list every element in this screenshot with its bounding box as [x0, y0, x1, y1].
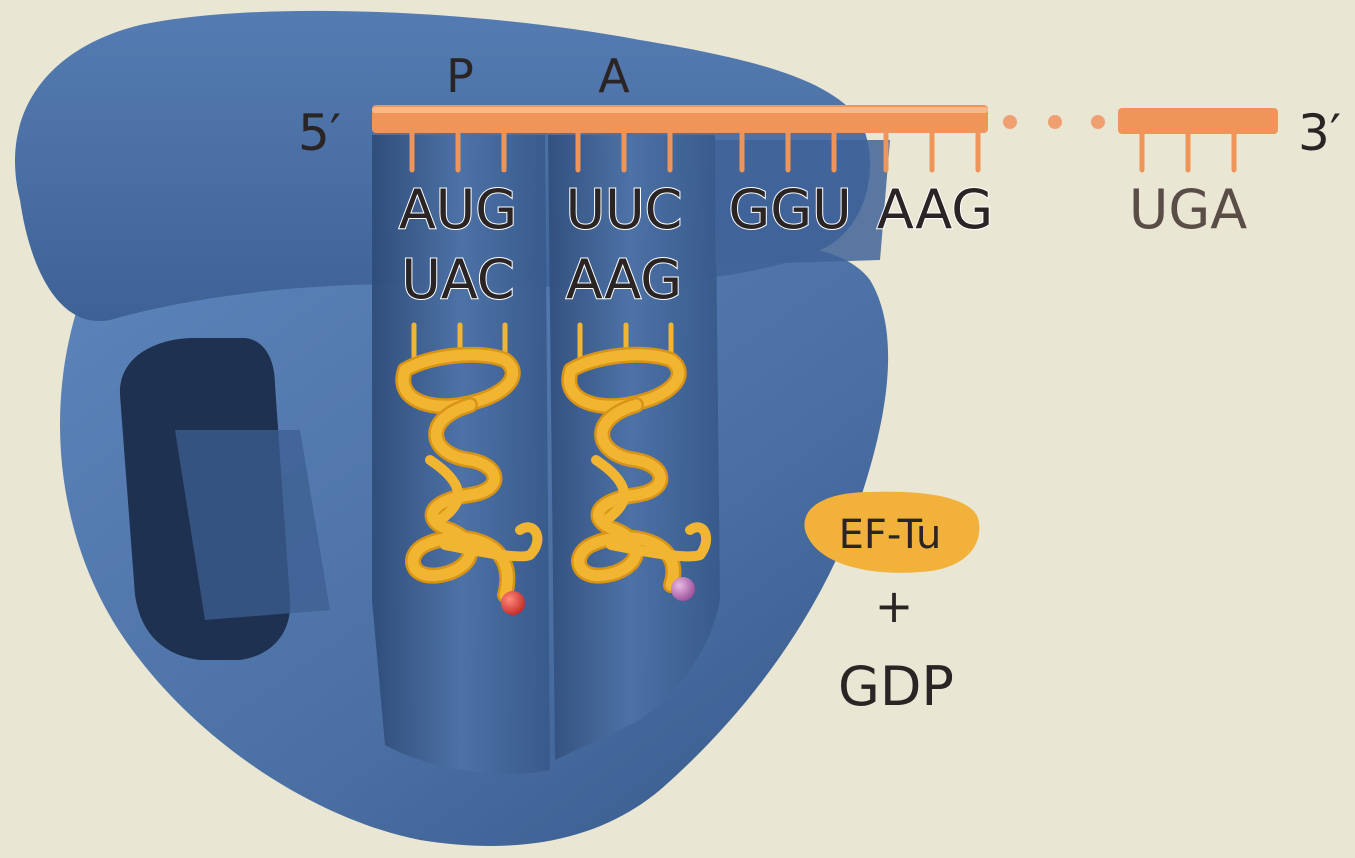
mrna-gap-dot: [1091, 115, 1105, 129]
mrna-3-prime-label: 3′: [1298, 104, 1341, 162]
gdp-label: GDP: [838, 655, 954, 718]
anticodon-uac: UAC: [401, 248, 514, 311]
mrna-strand-highlight: [372, 107, 988, 113]
anticodon-aag: AAG: [566, 248, 682, 311]
plus-sign: +: [875, 579, 914, 633]
ef-tu-label: EF-Tu: [839, 512, 942, 558]
codon-ggu: GGU: [728, 178, 851, 241]
mrna-strand-end: [1118, 108, 1278, 134]
mrna-gap-dot: [1003, 115, 1017, 129]
mrna-gap-dot: [1048, 115, 1062, 129]
codon-uuc: UUC: [566, 178, 683, 241]
codon-aag: AAG: [877, 178, 993, 241]
site-label-a: A: [598, 49, 630, 103]
codon-uga: UGA: [1129, 178, 1247, 241]
codon-aug: AUG: [399, 178, 517, 241]
mrna-5-prime-label: 5′: [298, 104, 341, 162]
site-label-p: P: [446, 49, 474, 103]
